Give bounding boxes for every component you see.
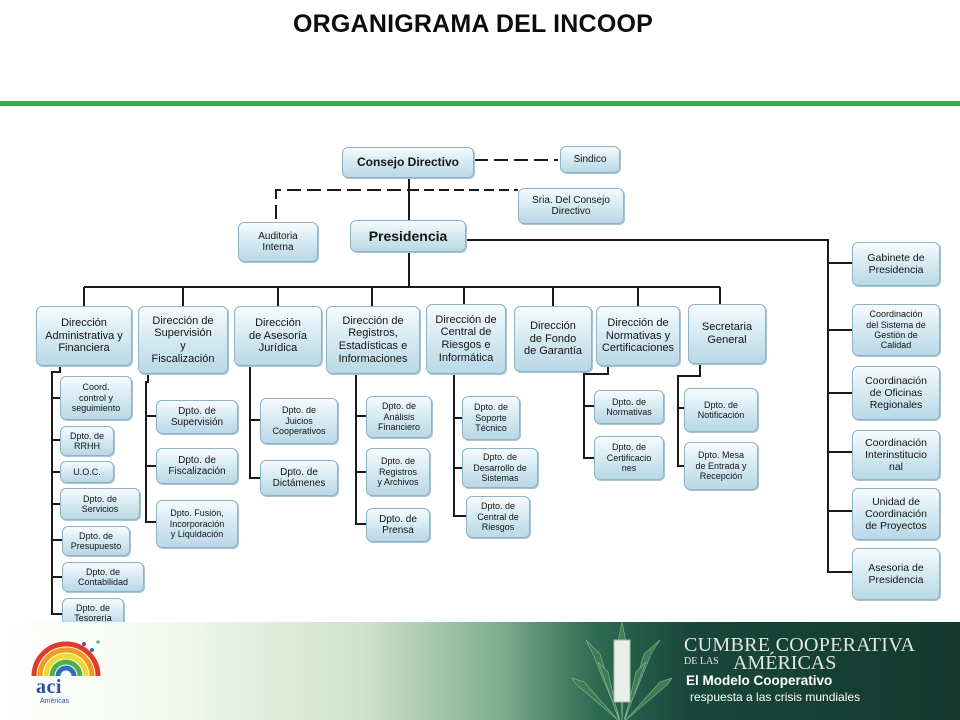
node-sub-central-riesgos: Dpto. de Central de Riesgos	[466, 496, 530, 538]
node-sindico: Sindico	[560, 146, 620, 173]
line-right-spine	[466, 239, 852, 573]
node-secretaria-general: Secretaria General	[688, 304, 766, 364]
aci-logo-text: aci	[36, 676, 62, 698]
node-sub-certificaciones: Dpto. de Certificacio nes	[594, 436, 664, 480]
node-asesoria-presidencia: Asesoria de Presidencia	[852, 548, 940, 600]
node-sub-registros-archivos: Dpto. de Registros y Archivos	[366, 448, 430, 496]
title-rule	[0, 101, 960, 106]
cumbre-respuesta: respuesta a las crisis mundiales	[690, 690, 861, 704]
node-coord-calidad: Coordinación del Sistema de Gestión de C…	[852, 304, 940, 356]
node-sub-dictamenes: Dpto. de Dictámenes	[260, 460, 338, 496]
node-dir-supervision: Dirección de Supervisión y Fiscalización	[138, 306, 228, 374]
node-sub-coord-control: Coord. control y seguimiento	[60, 376, 132, 420]
node-dir-registros: Dirección de Registros, Estadísticas e I…	[326, 306, 420, 374]
aci-logo-subtext: Américas	[40, 698, 70, 705]
node-sub-servicios: Dpto. de Servicios	[60, 488, 140, 520]
node-sub-supervision: Dpto. de Supervisión	[156, 400, 238, 434]
aci-logo-icon	[31, 640, 101, 677]
agave-icon	[572, 622, 672, 720]
node-sub-mesa-entrada: Dpto. Mesa de Entrada y Recepción	[684, 442, 758, 490]
slide-title: ORGANIGRAMA DEL INCOOP	[293, 10, 653, 38]
cumbre-title: CUMBRE COOPERATIVA	[684, 634, 916, 656]
node-sub-analisis: Dpto. de Análisis Financiero	[366, 396, 432, 438]
node-sub-uoc: U.O.C.	[60, 461, 114, 483]
node-sub-fiscalizacion: Dpto. de Fiscalización	[156, 448, 238, 484]
cumbre-americas: AMÉRICAS	[733, 652, 837, 674]
node-gabinete-presidencia: Gabinete de Presidencia	[852, 242, 940, 286]
footer-banner	[0, 622, 960, 720]
node-auditoria-interna: Auditoria Interna	[238, 222, 318, 262]
node-sub-notificacion: Dpto. de Notificación	[684, 388, 758, 432]
node-dir-normativas: Dirección de Normativas y Certificacione…	[596, 306, 680, 366]
node-sub-desarrollo: Dpto. de Desarrollo de Sistemas	[462, 448, 538, 488]
node-coord-oficinas: Coordinación de Oficinas Regionales	[852, 366, 940, 420]
node-dir-administrativa: Dirección Administrativa y Financiera	[36, 306, 132, 366]
node-sub-fusion: Dpto. Fusión, Incorporación y Liquidació…	[156, 500, 238, 548]
node-sub-presupuesto: Dpto. de Presupuesto	[62, 526, 130, 556]
node-sub-prensa: Dpto. de Prensa	[366, 508, 430, 542]
node-unidad-proyectos: Unidad de Coordinación de Proyectos	[852, 488, 940, 540]
node-sub-soporte: Dpto. de Soporte Técnico	[462, 396, 520, 440]
node-dir-juridica: Dirección de Asesoría Jurídica	[234, 306, 322, 366]
node-sria-consejo: Sria. Del Consejo Directivo	[518, 188, 624, 224]
node-sub-normativas: Dpto. de Normativas	[594, 390, 664, 424]
cumbre-modelo: El Modelo Cooperativo	[686, 673, 833, 688]
node-sub-contabilidad: Dpto. de Contabilidad	[62, 562, 144, 592]
node-coord-interinstitucional: Coordinación Interinstitucio nal	[852, 430, 940, 480]
node-dir-fondo-garantia: Dirección de Fondo de Garantía	[514, 306, 592, 372]
node-presidencia: Presidencia	[350, 220, 466, 252]
node-sub-juicios: Dpto. de Juicios Cooperativos	[260, 398, 338, 444]
cumbre-delas: DE LAS	[684, 656, 719, 667]
node-dir-riesgos: Dirección de Central de Riesgos e Inform…	[426, 304, 506, 374]
node-consejo-directivo: Consejo Directivo	[342, 147, 474, 178]
node-sub-rrhh: Dpto. de RRHH	[60, 426, 114, 456]
